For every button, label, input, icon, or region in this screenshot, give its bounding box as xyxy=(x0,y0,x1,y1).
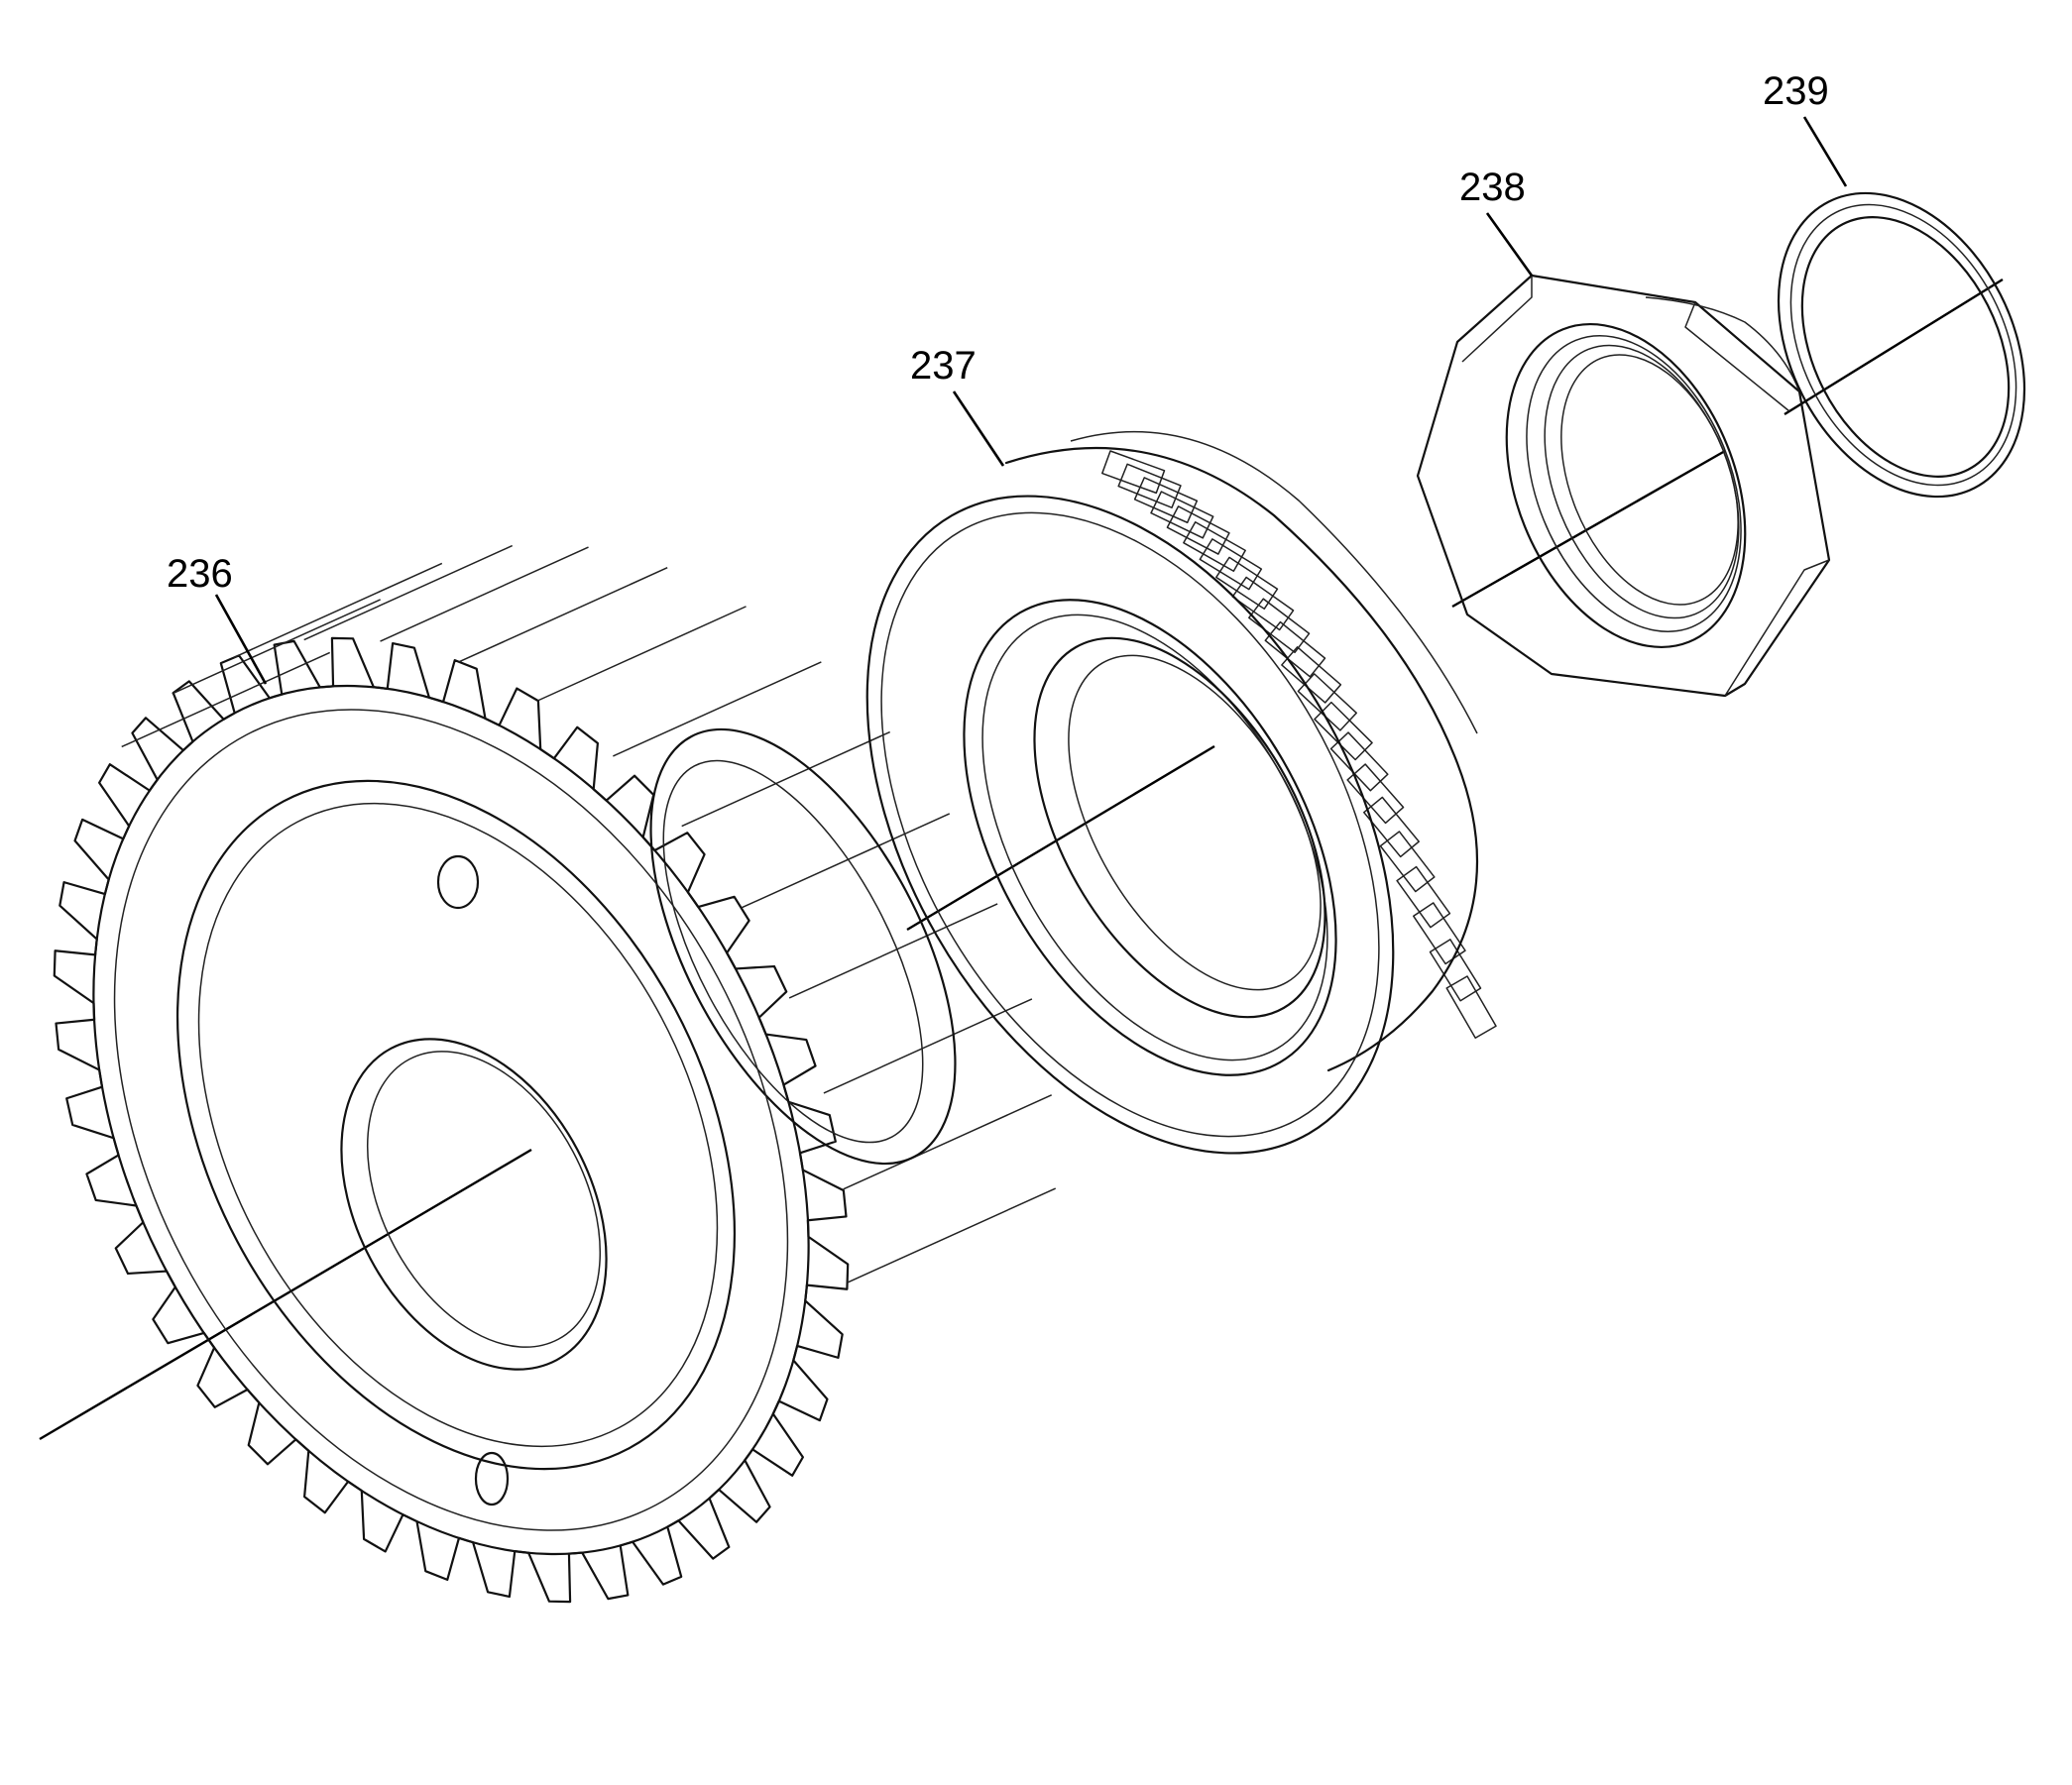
splined-hub-icon xyxy=(865,430,1497,1155)
helical-tooth-edge xyxy=(741,813,951,909)
gear-lug-hole xyxy=(474,1451,510,1506)
leader-239 xyxy=(1802,116,1848,187)
leader-237 xyxy=(952,390,1005,467)
hub-spline-tooth xyxy=(1413,902,1466,965)
hub-spline-tooth xyxy=(1166,505,1230,555)
callout-leaders xyxy=(214,116,1848,685)
hub-spline-tooth xyxy=(1183,521,1246,572)
gear-teeth-outline xyxy=(53,636,850,1604)
hub-spline-tooth xyxy=(1281,646,1342,704)
hub-spline-tooth xyxy=(1297,673,1357,731)
hub-spline-tooth xyxy=(1150,491,1214,539)
hub-spline-tooth xyxy=(1429,939,1482,1002)
hub-spline-tooth xyxy=(1101,450,1166,495)
callout-236: 236 xyxy=(167,552,233,596)
helical-tooth-edge xyxy=(233,562,443,659)
leader-236 xyxy=(214,594,268,685)
helical-tooth-edge xyxy=(380,546,589,642)
gear-back-collar xyxy=(649,727,957,1166)
hub-spline-tooth xyxy=(1346,763,1405,825)
hub-spline-tooth xyxy=(1215,556,1279,611)
hub-spline-tooth xyxy=(1231,576,1295,631)
helical-tooth-edge xyxy=(681,730,890,828)
helical-tooth-edge xyxy=(843,1094,1053,1190)
helical-tooth-edge xyxy=(847,1187,1057,1283)
helical-tooth-edge xyxy=(823,998,1033,1094)
hub-spline-tooth xyxy=(1133,477,1199,524)
helical-tooth-edge xyxy=(537,606,747,702)
hub-spline-tooth xyxy=(1396,865,1451,929)
leader-238 xyxy=(1485,212,1534,277)
helical-tooth-edge xyxy=(458,567,668,663)
helical-tooth-edge xyxy=(121,651,331,748)
assembly-axis xyxy=(39,278,2004,1441)
callout-239: 239 xyxy=(1763,69,1829,113)
gear-lug-hole xyxy=(436,854,480,910)
hub-spline-tooth xyxy=(1248,598,1311,654)
hub-spline-tooth xyxy=(1379,831,1436,893)
callout-238: 238 xyxy=(1459,166,1526,209)
hub-spline-tooth xyxy=(1329,731,1389,792)
hex-nut-icon xyxy=(1416,274,1831,698)
callout-237: 237 xyxy=(910,344,977,388)
helical-tooth-edge xyxy=(172,599,381,695)
hub-spline-tooth xyxy=(1199,538,1263,591)
helical-gear-icon xyxy=(53,544,1057,1604)
hub-spline-tooth xyxy=(1445,975,1497,1039)
helical-tooth-edge xyxy=(303,544,514,641)
helical-tooth-edge xyxy=(788,903,998,999)
snap-ring-icon xyxy=(1777,191,2026,499)
gear-front-face xyxy=(92,684,810,1556)
hub-spline-tooth xyxy=(1363,796,1420,858)
callout-labels: 236 237 238 239 xyxy=(167,69,1829,596)
helical-tooth-edge xyxy=(613,661,822,757)
hub-spline-tooth xyxy=(1117,463,1182,508)
